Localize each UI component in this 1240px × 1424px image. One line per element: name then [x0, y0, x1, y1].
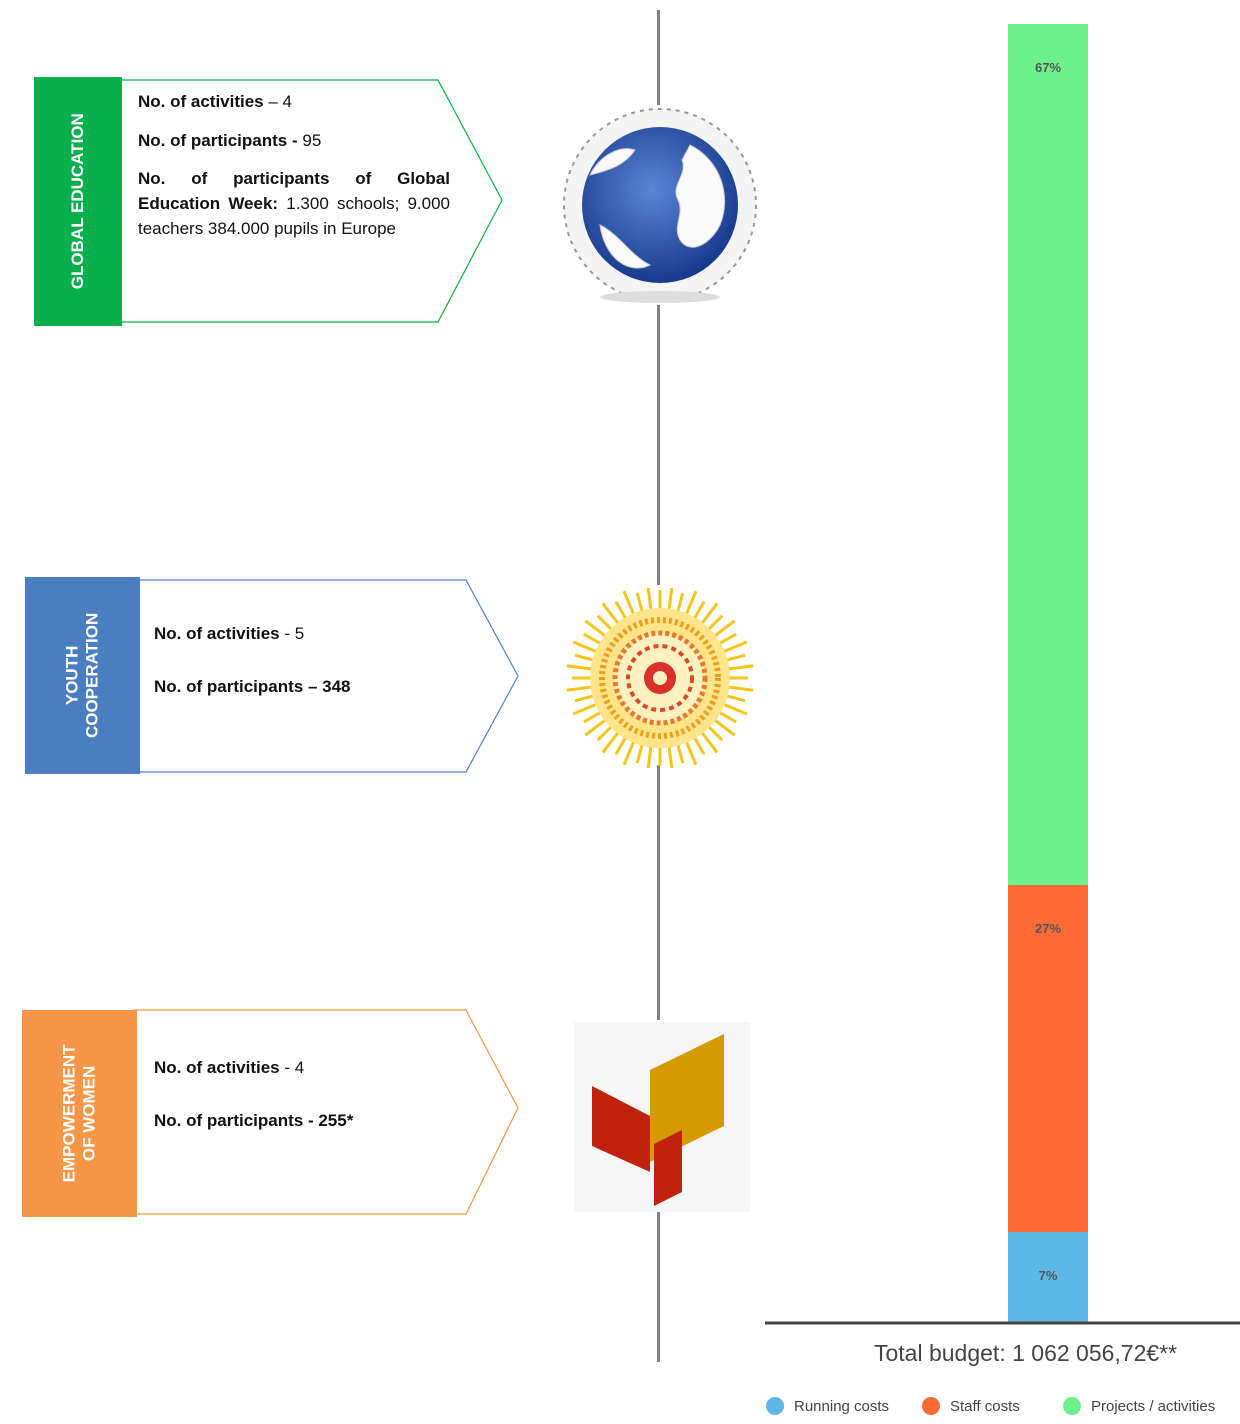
legend-label: Running costs	[794, 1397, 890, 1415]
legend-swatch	[1063, 1397, 1081, 1415]
sun-icon	[566, 588, 754, 768]
bar-data-label: 7%	[1039, 1268, 1058, 1283]
bar-segment-projects-activities	[1008, 24, 1088, 886]
timeline-line-top	[657, 10, 660, 105]
activities-stat: No. of activities – 4	[138, 92, 293, 111]
bar-segment-running-costs	[1008, 1232, 1088, 1322]
legend-swatch	[766, 1397, 784, 1415]
activities-stat: No. of activities - 5	[154, 624, 305, 643]
empowerment-stats: No. of activities - 4 No. of participant…	[154, 1056, 454, 1147]
gew-participants-stat: No. of participants of Global Education …	[138, 169, 450, 238]
folded-shapes-icon	[574, 1022, 750, 1212]
globe-icon	[563, 108, 757, 303]
participants-stat: No. of participants - 95	[138, 130, 322, 150]
timeline-line-mid2	[657, 765, 660, 1020]
legend-item: Staff costs	[922, 1397, 1020, 1415]
timeline-line-mid1	[657, 305, 660, 585]
timeline-line-bottom	[657, 1212, 660, 1362]
youth-cooperation-stats: No. of activities - 5 No. of participant…	[154, 622, 454, 713]
global-education-tag: GLOBAL EDUCATION	[34, 77, 122, 326]
legend-label: Staff costs	[950, 1397, 1020, 1415]
bar-data-label: 67%	[1035, 60, 1061, 75]
bar-data-label: 27%	[1035, 921, 1061, 936]
legend-item: Running costs	[766, 1397, 889, 1415]
participants-stat: No. of participants - 255*	[154, 1110, 354, 1130]
legend-label: Projects / activities	[1091, 1397, 1216, 1415]
legend-item: Projects / activities	[1063, 1397, 1215, 1415]
bar-segment-staff-costs	[1008, 885, 1088, 1233]
chart-title: Total budget: 1 062 056,72€**	[874, 1340, 1178, 1366]
legend-swatch	[922, 1397, 940, 1415]
participants-stat: No. of participants – 348	[154, 676, 351, 696]
activities-stat: No. of activities - 4	[154, 1058, 305, 1077]
global-education-stats: No. of activities – 4 No. of participant…	[138, 90, 450, 255]
